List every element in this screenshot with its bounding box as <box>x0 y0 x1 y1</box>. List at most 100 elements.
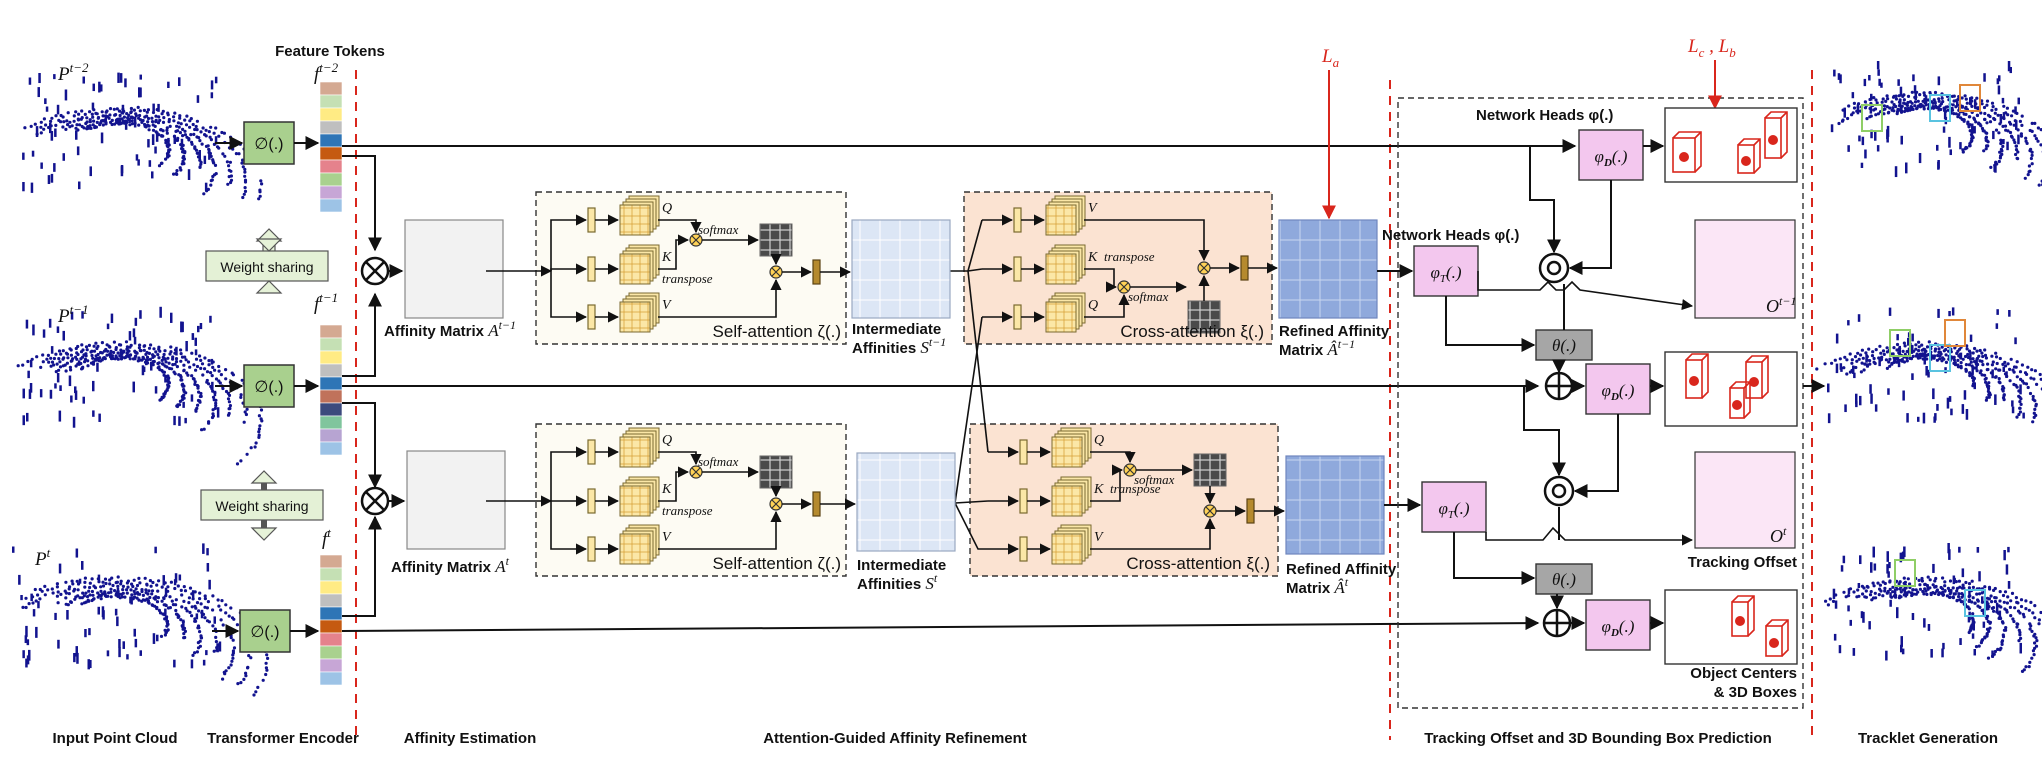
point <box>1958 546 1961 553</box>
point <box>1927 340 1931 344</box>
point <box>80 602 84 606</box>
point <box>1894 166 1898 178</box>
point <box>187 138 191 142</box>
point <box>2001 144 2005 148</box>
point <box>2009 122 2013 126</box>
projection-cube <box>619 524 660 565</box>
point <box>80 343 84 347</box>
point <box>1857 583 1861 589</box>
point <box>1976 599 1980 603</box>
point <box>66 123 70 127</box>
projection-cube <box>1045 195 1086 236</box>
point <box>191 653 195 658</box>
point <box>175 124 179 128</box>
point <box>227 666 231 670</box>
feature-token-label-t: ft <box>322 525 331 550</box>
point <box>1902 93 1906 97</box>
point <box>209 371 213 375</box>
attention-map <box>759 455 793 489</box>
point <box>2005 610 2009 614</box>
point <box>194 619 198 623</box>
point <box>1998 590 2002 594</box>
point <box>217 604 221 608</box>
softmax-label: softmax <box>1134 472 1175 487</box>
affinity-matrix-label-t-1: Affinity Matrix At−1 <box>384 318 516 340</box>
value-label: V <box>1088 201 1098 216</box>
point <box>75 646 78 657</box>
point <box>1981 363 1985 367</box>
point <box>1878 587 1882 591</box>
point <box>59 113 63 118</box>
point <box>139 310 142 319</box>
point <box>195 364 200 369</box>
point <box>157 345 161 349</box>
cross-attention-label: Cross-attention ξ(.) <box>1126 554 1270 573</box>
point <box>157 361 161 365</box>
point <box>227 175 231 179</box>
point <box>1857 314 1861 322</box>
point <box>2017 639 2021 643</box>
point <box>1841 118 1845 122</box>
point <box>1984 380 1988 384</box>
value-label: V <box>1094 530 1104 545</box>
point <box>89 660 92 669</box>
point <box>1983 73 1986 82</box>
point <box>1977 592 1982 596</box>
3d-box <box>1765 619 1789 657</box>
point <box>121 104 125 115</box>
point <box>66 356 70 360</box>
point <box>1833 633 1837 641</box>
point <box>1983 353 1988 357</box>
point <box>86 359 90 363</box>
point <box>2033 369 2037 373</box>
point <box>1885 650 1888 661</box>
point <box>32 324 35 336</box>
section-titles: Input Point Cloud Transformer Encoder Af… <box>53 730 1999 747</box>
point <box>1876 61 1880 70</box>
point <box>225 160 229 164</box>
point <box>75 579 79 583</box>
point <box>2019 642 2022 654</box>
point <box>1881 97 1885 101</box>
point <box>220 130 224 135</box>
point <box>67 592 71 596</box>
point <box>1988 120 1993 124</box>
point <box>217 146 221 150</box>
multiply-operator <box>769 265 783 279</box>
point <box>147 128 151 132</box>
feature-token <box>319 619 343 634</box>
point <box>2002 600 2006 604</box>
point <box>185 341 188 352</box>
point <box>132 381 135 393</box>
point <box>195 151 199 155</box>
point <box>190 614 194 618</box>
point <box>199 602 203 606</box>
point <box>1971 596 1975 600</box>
point <box>162 116 166 120</box>
point <box>116 575 120 579</box>
point <box>110 118 114 122</box>
point <box>126 579 130 583</box>
point <box>1883 107 1887 111</box>
point <box>226 413 231 417</box>
point <box>70 124 74 128</box>
multiply-operator <box>689 233 703 247</box>
point <box>1902 101 1906 105</box>
point <box>68 585 72 589</box>
linear-layer <box>1013 304 1022 330</box>
point <box>1996 309 1999 315</box>
point <box>1899 590 1903 594</box>
point <box>119 351 123 358</box>
point <box>128 123 132 127</box>
feature-token <box>319 324 343 339</box>
point <box>1977 644 1981 648</box>
point <box>1975 369 1979 373</box>
point <box>173 579 177 586</box>
point <box>109 590 113 594</box>
point <box>78 123 82 127</box>
point <box>1998 156 2002 160</box>
point <box>1852 590 1856 594</box>
point <box>212 131 216 135</box>
point <box>247 654 251 658</box>
point <box>1967 363 1971 367</box>
